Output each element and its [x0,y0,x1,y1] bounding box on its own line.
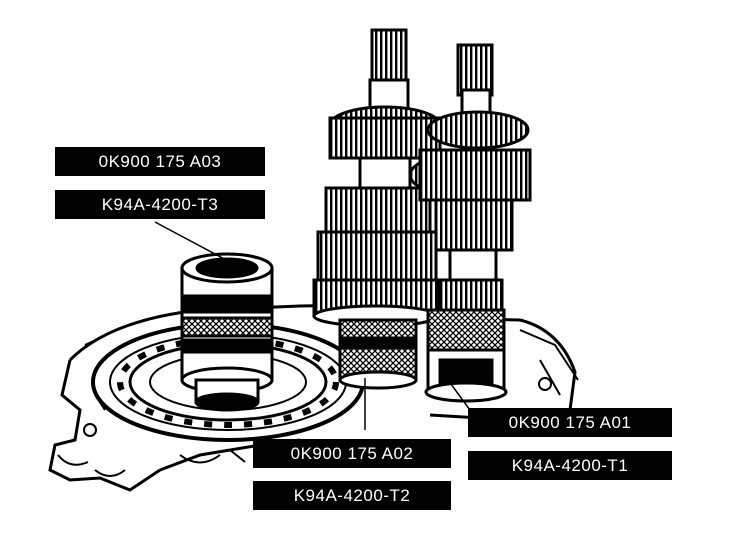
callout-t1-tool-code: K94A-4200-T1 [468,451,672,480]
callout-t2-tool-code: K94A-4200-T2 [253,481,451,510]
callout-t1-part-number: 0K900 175 A01 [468,408,672,437]
leader-lines [154,221,471,430]
counter-shaft [312,28,442,390]
callout-t3-tool-code: K94A-4200-T3 [55,190,265,219]
main-shaft [408,43,532,403]
callout-t2-part-number: 0K900 175 A02 [253,439,451,468]
callout-t3-part-number: 0K900 175 A03 [55,147,265,176]
tool-t3-cylinder [180,252,274,412]
